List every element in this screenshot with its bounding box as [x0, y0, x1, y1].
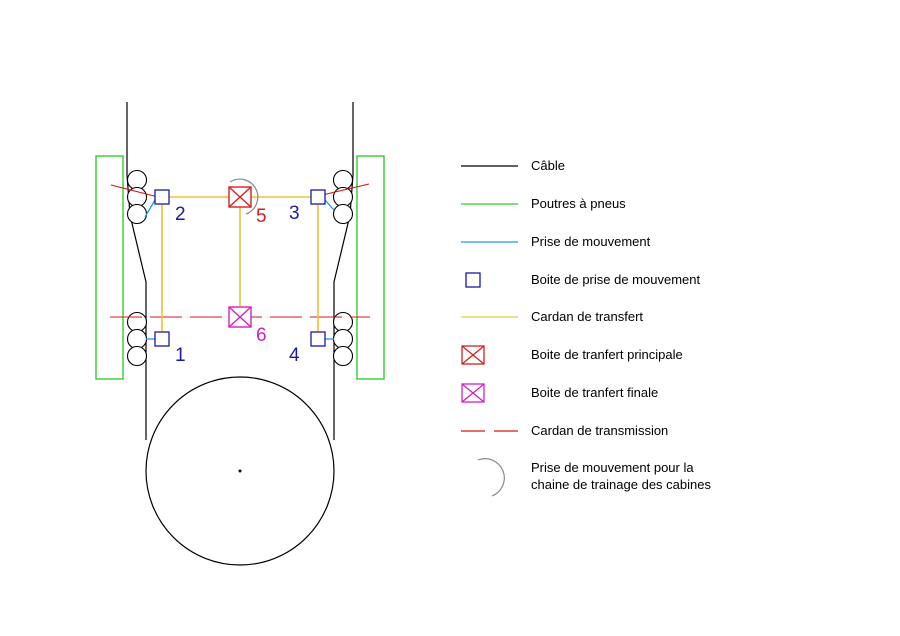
pto-box-4: [310, 331, 326, 347]
tire: [126, 203, 148, 225]
tire-beam-right: [356, 155, 385, 380]
pto-top-left: [144, 199, 156, 218]
legend-label: Boite de tranfert principale: [531, 347, 683, 362]
transmission-shaft-top-right: [317, 183, 370, 197]
legend-label: Cardan de transfert: [531, 309, 643, 324]
tires: [126, 169, 354, 367]
legend-label: chaine de trainage des cabines: [531, 477, 711, 492]
final-transfer-box-6: [228, 306, 252, 328]
legend-item-transmission-shaft: Cardan de transmission: [461, 423, 668, 438]
legend-item-pto: Prise de mouvement: [461, 234, 651, 249]
final-transfer-box-cross: [228, 306, 252, 328]
legend-item-main-transfer-box: Boite de tranfert principale: [461, 345, 683, 365]
legend-label: Poutres à pneus: [531, 196, 626, 211]
main-transfer-box-5: [228, 186, 252, 208]
tire: [126, 345, 148, 367]
legend-label: Prise de mouvement pour la: [531, 460, 694, 475]
main-transfer-box-cross: [228, 186, 252, 208]
pto-box-2: [154, 189, 170, 205]
pto-boxes: [154, 189, 326, 347]
label-box-6: 6: [256, 325, 267, 346]
legend-label: Cardan de transmission: [531, 423, 668, 438]
cable-right-run: [333, 102, 354, 440]
tire: [332, 345, 354, 367]
legend-item-pto-box: Boite de prise de mouvement: [465, 272, 700, 288]
legend-item-final-transfer-box: Boite de tranfert finale: [461, 383, 658, 403]
tire: [332, 203, 354, 225]
cable-left-run: [126, 102, 147, 440]
legend-swatch: [477, 458, 505, 497]
pto-top-right: [324, 199, 335, 211]
label-box-1: 1: [175, 345, 186, 366]
power-take-offs: [144, 199, 335, 340]
tire: [126, 328, 148, 350]
tire: [332, 169, 354, 191]
label-box-5: 5: [256, 206, 267, 227]
chain-pto-arc: [229, 178, 259, 215]
label-box-3: 3: [289, 203, 300, 224]
legend-label: Boite de tranfert finale: [531, 385, 658, 400]
tire: [332, 311, 354, 333]
tire: [332, 328, 354, 350]
label-box-4: 4: [289, 345, 300, 366]
tire: [126, 311, 148, 333]
bullwheel: [145, 376, 335, 566]
legend-item-beam: Poutres à pneus: [461, 196, 626, 211]
legend-item-transfer-shaft: Cardan de transfert: [461, 309, 643, 324]
tire-beams: [95, 155, 385, 380]
legend-swatch: [461, 345, 485, 365]
legend-label: Câble: [531, 158, 565, 173]
tire: [126, 169, 148, 191]
legend-item-pto-chain: Prise de mouvement pour la chaine de trai…: [477, 458, 711, 497]
legend-label: Prise de mouvement: [531, 234, 651, 249]
pto-box-1: [154, 331, 170, 347]
tire-beam-left: [95, 155, 124, 380]
pto-box-3: [310, 189, 326, 205]
label-box-2: 2: [175, 204, 186, 225]
bullwheel-center: [238, 469, 242, 473]
legend-label: Boite de prise de mouvement: [531, 272, 700, 287]
legend-swatch: [465, 272, 481, 288]
legend-swatch: [461, 383, 485, 403]
legend-item-cable: Câble: [461, 158, 565, 173]
transmission-shaft-top-left: [110, 184, 163, 199]
